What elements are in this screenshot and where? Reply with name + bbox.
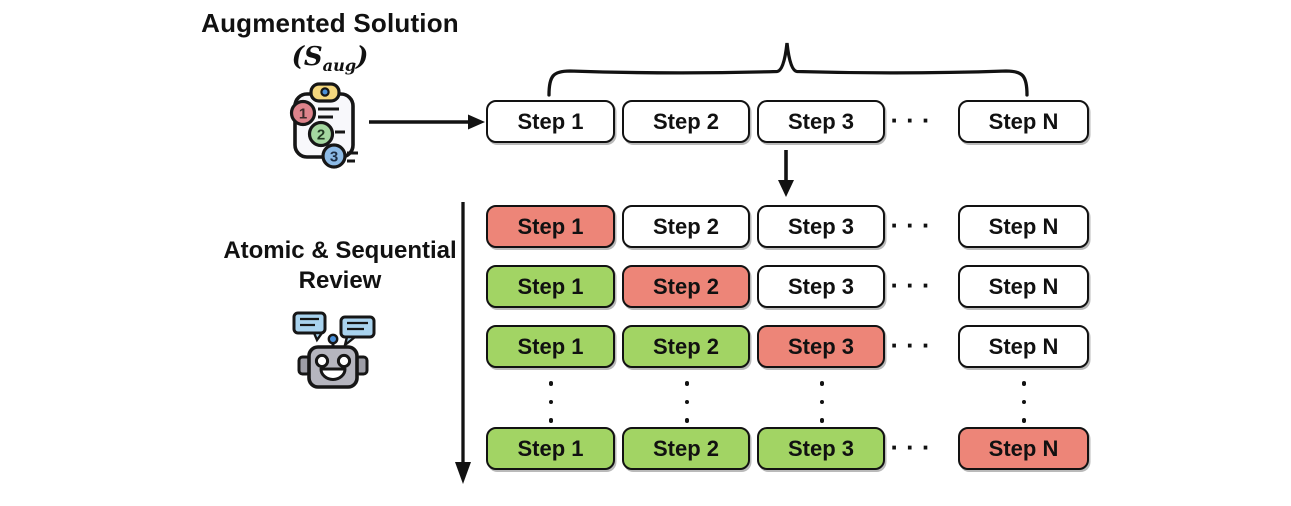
flow-arrow-right-icon [366, 111, 488, 133]
symbol-suffix: ) [356, 42, 369, 72]
review-step-box-r2-c1: Step 1 [486, 265, 615, 308]
ellipsis-dot [819, 418, 825, 423]
ellipsis-dot [548, 418, 554, 423]
row-ellipsis: ··· [890, 270, 938, 300]
review-step-box-r1-c4: Step N [958, 205, 1089, 248]
column-vertical-ellipsis [548, 381, 554, 423]
ellipsis-dot [684, 399, 690, 405]
review-step-box-r3-c4: Step N [958, 325, 1089, 368]
numbered-checklist-clipboard-icon: 1 2 3 [279, 80, 371, 170]
ellipsis-dot [1021, 399, 1027, 405]
review-step-box-r2-c2: Step 2 [622, 265, 750, 308]
review-step-box-r4-c1: Step 1 [486, 427, 615, 470]
solution-step-box-2: Step 2 [622, 100, 750, 143]
review-step-box-r4-c4: Step N [958, 427, 1089, 470]
row-ellipsis: ··· [890, 330, 938, 360]
symbol-prefix: (S [291, 42, 323, 72]
column-vertical-ellipsis [819, 381, 825, 423]
review-step-box-r2-c3: Step 3 [757, 265, 885, 308]
ellipsis-dot [548, 399, 554, 405]
row-ellipsis: ··· [890, 105, 938, 135]
augmented-solution-symbol: (Saug) [170, 42, 490, 75]
solution-step-box-3: Step 3 [757, 100, 885, 143]
column-vertical-ellipsis [1021, 381, 1027, 423]
review-step-box-r4-c3: Step 3 [757, 427, 885, 470]
augmented-solution-title: Augmented Solution [201, 8, 459, 38]
svg-text:2: 2 [317, 127, 325, 144]
solution-step-box-1: Step 1 [486, 100, 615, 143]
chat-robot-icon [288, 308, 380, 390]
symbol-subscript: aug [322, 56, 357, 76]
review-label-line2: Review [298, 267, 382, 294]
review-step-box-r3-c2: Step 2 [622, 325, 750, 368]
review-step-box-r3-c3: Step 3 [757, 325, 885, 368]
svg-text:3: 3 [330, 149, 338, 166]
review-step-box-r1-c3: Step 3 [757, 205, 885, 248]
column-vertical-ellipsis [684, 381, 690, 423]
ellipsis-dot [548, 381, 554, 386]
ellipsis-dot [819, 381, 825, 386]
solution-step-box-4: Step N [958, 100, 1089, 143]
review-step-box-r2-c4: Step N [958, 265, 1089, 308]
ellipsis-dot [1021, 381, 1027, 386]
svg-text:1: 1 [299, 106, 307, 123]
brace-over-steps-icon [547, 38, 1029, 98]
augmented-solution-header: Augmented Solution (Saug) [170, 8, 490, 75]
review-step-box-r3-c1: Step 1 [486, 325, 615, 368]
review-label-line1: Atomic & Sequential [223, 237, 457, 264]
review-step-box-r4-c2: Step 2 [622, 427, 750, 470]
flow-arrow-down-icon [774, 147, 798, 199]
row-ellipsis: ··· [890, 210, 938, 240]
review-sequence-arrow-icon [451, 198, 475, 488]
ellipsis-dot [819, 399, 825, 405]
review-step-box-r1-c1: Step 1 [486, 205, 615, 248]
row-ellipsis: ··· [890, 432, 938, 462]
review-step-box-r1-c2: Step 2 [622, 205, 750, 248]
ellipsis-dot [684, 381, 690, 386]
review-label: Atomic & Sequential Review [180, 236, 500, 296]
ellipsis-dot [684, 418, 690, 423]
ellipsis-dot [1021, 418, 1027, 423]
